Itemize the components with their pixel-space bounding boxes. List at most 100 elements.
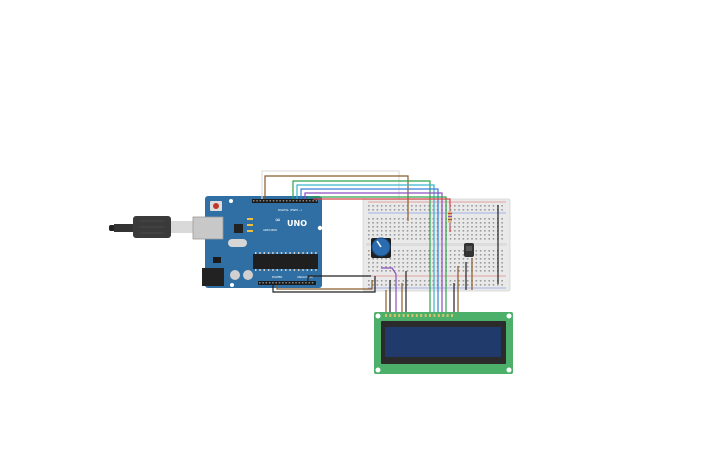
breadboard-hole	[501, 250, 503, 252]
chip-pin	[259, 269, 261, 271]
header-hole	[292, 200, 295, 202]
led-tx	[247, 224, 253, 226]
breadboard-hole	[432, 284, 435, 286]
led-l	[247, 218, 253, 220]
breadboard-hole	[385, 230, 387, 232]
breadboard-hole	[376, 230, 379, 232]
usb-cable-grip-lines	[140, 220, 164, 234]
breadboard-hole	[479, 230, 482, 232]
chip-pin	[302, 252, 304, 254]
potentiometer[interactable]	[371, 237, 391, 258]
breadboard-hole	[454, 230, 456, 232]
breadboard-hole	[484, 280, 486, 282]
temperature-sensor[interactable]	[464, 243, 474, 257]
header-hole	[279, 200, 281, 202]
lcd-16x2-module[interactable]	[374, 312, 513, 374]
board-brand-label: ARDUINO	[263, 228, 278, 232]
breadboard-hole	[501, 226, 503, 228]
wire-purple-contrast[interactable]	[381, 267, 397, 316]
breadboard-hole	[376, 258, 379, 260]
chip-pin	[276, 269, 278, 271]
breadboard-hole	[419, 250, 422, 252]
breadboard-hole	[484, 230, 486, 232]
chip-pin	[306, 269, 308, 271]
wire-black-gnd-bottom[interactable]	[272, 276, 376, 293]
wire-green-d2[interactable]	[292, 180, 431, 316]
breadboard-hole	[501, 254, 503, 256]
breadboard-hole	[462, 254, 465, 256]
resistor[interactable]	[448, 207, 452, 228]
breadboard-hole	[372, 230, 374, 232]
breadboard-hole	[428, 230, 430, 232]
usb-cable[interactable]	[109, 216, 193, 238]
header-hole	[262, 282, 264, 284]
arduino-uno-board[interactable]: ∞ UNO ARDUINO DIGITAL (PWM ~) ANALOG IN …	[192, 196, 323, 288]
breadboard-hole	[402, 254, 404, 256]
breadboard-hole	[393, 270, 396, 272]
lcd-pin	[437, 314, 440, 317]
breadboard-hole	[471, 226, 473, 228]
breadboard-hole	[484, 234, 486, 236]
header-hole	[262, 200, 265, 202]
breadboard-hole	[368, 234, 370, 236]
capacitor-2	[243, 270, 253, 280]
wire-cyan-d3[interactable]	[296, 184, 435, 316]
breadboard-hole	[402, 234, 404, 236]
breadboard-hole	[402, 284, 404, 286]
breadboard-hole	[479, 266, 482, 268]
header-hole	[286, 200, 288, 202]
crystal-oscillator	[228, 239, 247, 247]
breadboard-hole	[462, 258, 465, 260]
breadboard-hole	[488, 226, 490, 228]
breadboard-hole	[475, 238, 478, 240]
breadboard-hole	[389, 234, 392, 236]
breadboard-hole	[376, 222, 379, 224]
breadboard-hole	[415, 234, 417, 236]
breadboard-hole	[462, 266, 465, 268]
breadboard-hole	[368, 284, 370, 286]
breadboard-hole	[406, 238, 409, 240]
breadboard-hole	[402, 226, 404, 228]
wire-brown-5v-bottom[interactable]	[276, 280, 373, 290]
wire-purple-d5[interactable]	[304, 192, 443, 316]
breadboard-hole	[488, 209, 490, 211]
header-hole	[289, 200, 291, 202]
breadboard-hole	[454, 266, 456, 268]
breadboard-hole	[432, 226, 435, 228]
wire-green-d11[interactable]	[308, 196, 447, 316]
potentiometer-indicator	[376, 240, 382, 248]
wire-blue-d4[interactable]	[300, 188, 439, 316]
breadboard-hole	[385, 284, 387, 286]
breadboard-hole	[501, 238, 503, 240]
breadboard-hole	[368, 222, 370, 224]
header-pins	[253, 200, 318, 284]
breadboard-hole	[471, 205, 473, 207]
breadboard-hole	[479, 209, 482, 211]
breadboard-hole	[376, 270, 379, 272]
breadboard-hole	[398, 222, 400, 224]
analog-power-header	[258, 281, 316, 285]
breadboard-hole	[402, 205, 404, 207]
breadboard-hole	[501, 258, 503, 260]
breadboard-hole	[458, 266, 460, 268]
breadboard-hole	[419, 209, 422, 211]
breadboard-hole	[428, 262, 430, 264]
breadboard-hole	[398, 218, 400, 220]
breadboard-hole	[449, 284, 452, 286]
breadboard-hole	[411, 254, 413, 256]
breadboard-hole	[484, 226, 486, 228]
header-hole	[282, 200, 285, 202]
wire-black-analog[interactable]	[307, 275, 371, 285]
breadboard-hole	[402, 230, 404, 232]
breadboard-hole	[380, 258, 383, 260]
breadboard-hole	[462, 226, 465, 228]
breadboard-hole	[385, 226, 387, 228]
lcd-pin	[415, 314, 418, 317]
breadboard-hole	[449, 262, 452, 264]
breadboard-hole	[385, 280, 387, 282]
dc-power-jack	[202, 268, 224, 286]
breadboard-hole	[389, 262, 392, 264]
breadboard-hole	[423, 270, 426, 272]
